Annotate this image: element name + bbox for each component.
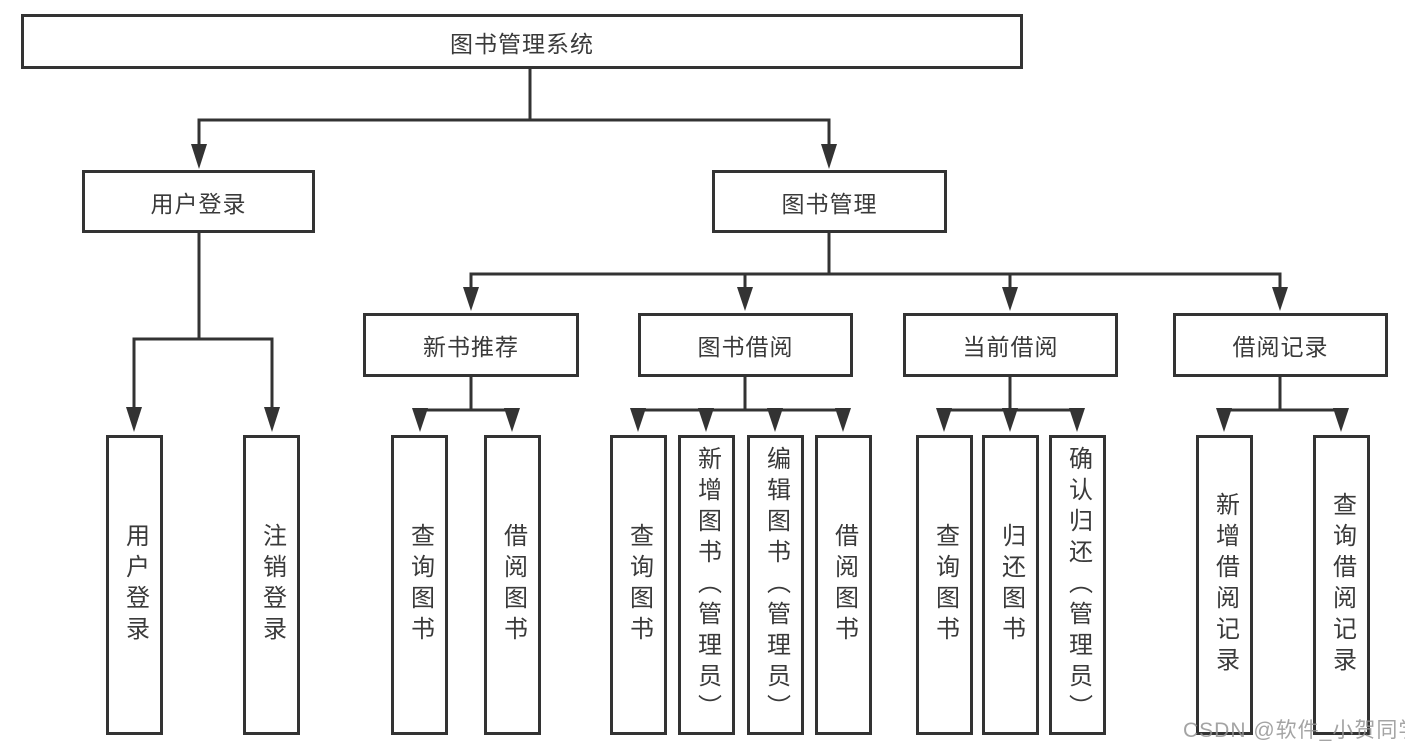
leaf-records-add-borrow-record: 新增借阅记录 xyxy=(1196,435,1253,735)
leaf-recommend-borrow-book: 借阅图书 xyxy=(484,435,541,735)
node-borrow-records-label: 借阅记录 xyxy=(1232,334,1329,360)
node-book-management-label: 图书管理 xyxy=(781,190,878,217)
node-book-borrow: 图书借阅 xyxy=(638,313,853,377)
leaf-borrow-query-book: 查询图书 xyxy=(610,435,667,735)
node-book-management: 图书管理 xyxy=(712,170,947,233)
node-root-label: 图书管理系统 xyxy=(450,30,594,57)
node-user-login: 用户登录 xyxy=(82,170,315,233)
node-new-book-recommend-label: 新书推荐 xyxy=(423,334,519,360)
node-borrow-records: 借阅记录 xyxy=(1173,313,1388,377)
node-current-borrow: 当前借阅 xyxy=(903,313,1118,377)
splitter-root xyxy=(197,118,831,146)
leaf-records-query-borrow-record: 查询借阅记录 xyxy=(1313,435,1370,735)
splitter-book-borrow xyxy=(636,408,845,414)
leaf-recommend-query-book: 查询图书 xyxy=(391,435,448,735)
node-current-borrow-label: 当前借阅 xyxy=(962,334,1059,360)
splitter-new-book xyxy=(418,408,514,414)
leaf-user-login: 用户登录 xyxy=(106,435,163,735)
node-root: 图书管理系统 xyxy=(21,14,1023,69)
node-user-login-label: 用户登录 xyxy=(150,190,247,217)
leaf-current-return-book: 归还图书 xyxy=(982,435,1039,735)
node-book-borrow-label: 图书借阅 xyxy=(697,334,794,360)
node-new-book-recommend: 新书推荐 xyxy=(363,313,579,377)
leaf-logout-login: 注销登录 xyxy=(243,435,300,735)
leaf-borrow-edit-book-admin: 编辑图书（管理员） xyxy=(747,435,804,735)
leaf-borrow-add-book-admin: 新增图书（管理员） xyxy=(678,435,735,735)
watermark: CSDN @软件_小贺同学 xyxy=(1183,719,1405,742)
arrowheads xyxy=(126,144,1349,432)
splitter-borrow-records xyxy=(1222,408,1343,414)
leaf-borrow-borrow-book: 借阅图书 xyxy=(815,435,872,735)
splitter-book-mgmt xyxy=(469,272,1282,291)
leaf-current-query-book: 查询图书 xyxy=(916,435,973,735)
leaf-current-confirm-return-admin: 确认归还（管理员） xyxy=(1049,435,1106,735)
splitter-user-login xyxy=(132,337,274,412)
